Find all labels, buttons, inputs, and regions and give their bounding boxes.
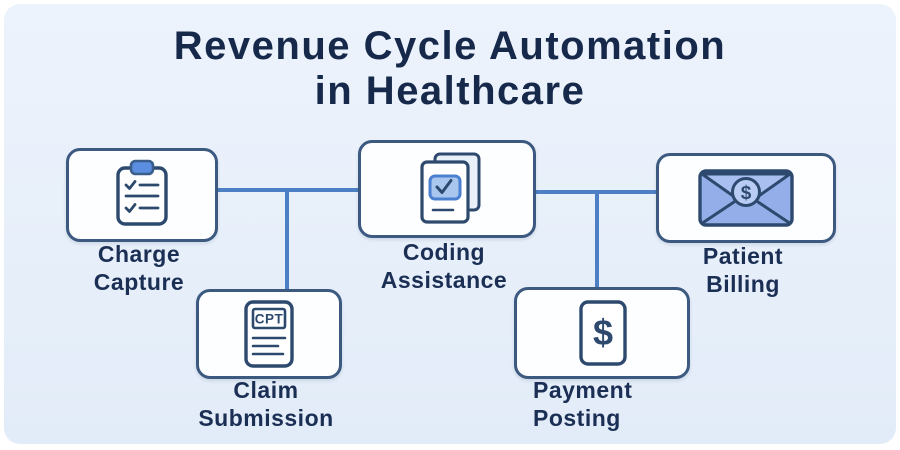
node-label-coding-assistance: Coding Assistance <box>380 239 508 294</box>
node-claim-submission: CPT <box>196 289 342 379</box>
node-coding-assistance <box>358 140 536 238</box>
node-label-patient-billing: Patient Billing <box>702 243 784 298</box>
envelope-dollar-glyph: $ <box>741 183 752 204</box>
envelope-dollar-icon: $ <box>698 169 794 227</box>
node-payment-posting: $ <box>514 287 690 379</box>
connector-down-to-payment <box>595 190 599 289</box>
connector-down-to-claim <box>285 188 289 291</box>
node-label-claim-submission: Claim Submission <box>198 377 334 432</box>
node-label-charge-capture: Charge Capture <box>93 241 185 296</box>
node-label-payment-posting: Payment Posting <box>533 377 633 432</box>
clipboard-checklist-icon <box>116 159 168 226</box>
dollar-document-icon: $ <box>579 300 627 366</box>
connector-coding-to-billing <box>528 190 658 194</box>
payment-dollar-glyph: $ <box>593 312 613 353</box>
node-charge-capture <box>66 148 218 242</box>
page-title: Revenue Cycle Automation in Healthcare <box>173 24 727 113</box>
cpt-text: CPT <box>255 312 284 327</box>
document-checkbox-icon <box>420 152 481 224</box>
node-patient-billing: $ <box>656 153 836 243</box>
cpt-document-icon: CPT <box>244 300 294 368</box>
